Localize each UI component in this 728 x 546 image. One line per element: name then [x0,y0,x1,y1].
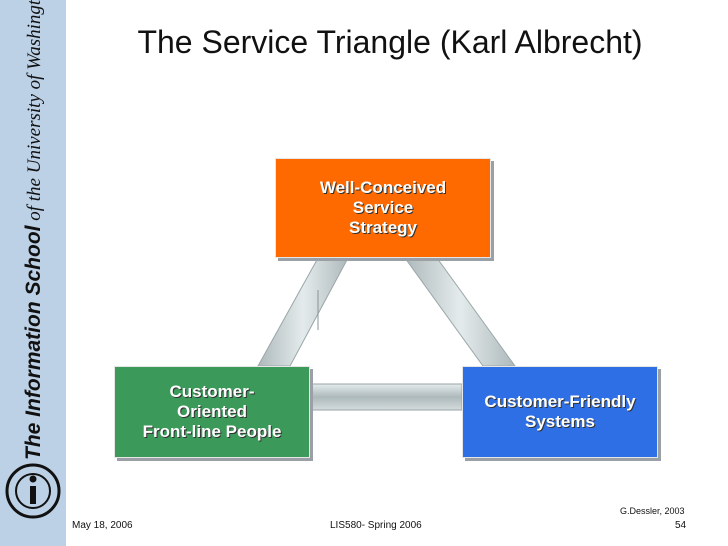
connector-top-right [404,257,516,367]
service-strategy-box: Well-Conceived Service Strategy [275,158,491,258]
service-strategy-label: Well-Conceived Service Strategy [319,178,447,237]
customer-friendly-systems-box: Customer-Friendly Systems [462,366,658,458]
front-line-people-box: Customer- Oriented Front-line People [114,366,310,458]
connector-top-left [257,257,349,367]
information-school-logo-icon [5,463,61,519]
footer-date: May 18, 2006 [72,520,133,531]
connector-bottom [309,383,463,411]
footer-course: LIS580- Spring 2006 [330,520,422,531]
footer-page-number: 54 [675,520,687,531]
customer-friendly-systems-label: Customer-Friendly Systems [484,392,636,431]
slide-title: The Service Triangle (Karl Albrecht) [137,24,643,60]
front-line-people-label: Customer- Oriented Front-line People [142,382,282,441]
footer-credit: G.Dessler, 2003 [620,506,685,516]
sidebar: The Information School of the University… [0,0,66,546]
